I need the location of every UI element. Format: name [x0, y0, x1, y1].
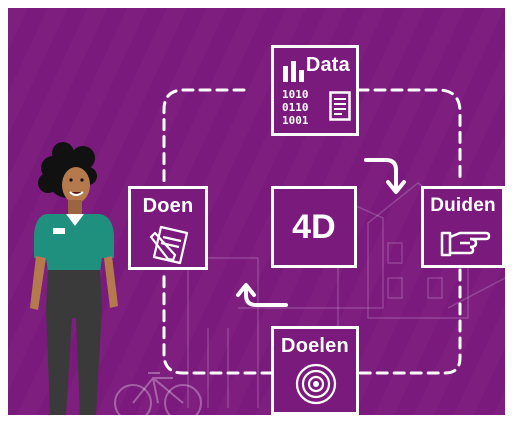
- woman-illustration: [30, 142, 118, 415]
- binary-digits: 1010 0110 1001: [282, 88, 309, 127]
- step-box-data: Data 1010 0110 1001: [271, 45, 359, 136]
- center-box-4d: 4D: [271, 186, 357, 268]
- binary-row: 0110: [282, 101, 309, 114]
- step-box-doen: Doen: [128, 186, 208, 270]
- diagram-canvas: Data 1010 0110 1001 Duiden 4D Doen: [8, 8, 505, 415]
- arrow-up-left-icon: [236, 283, 288, 307]
- document-icon: [329, 91, 351, 121]
- target-icon: [295, 363, 337, 405]
- arrow-down-right-icon: [364, 158, 406, 194]
- pointing-hand-icon: [440, 231, 491, 257]
- step-label-data: Data: [305, 54, 350, 76]
- step-box-duiden: Duiden: [421, 186, 505, 268]
- notepad-pencil-icon: [149, 225, 189, 265]
- step-label-duiden: Duiden: [430, 195, 496, 216]
- bar-chart-icon: [283, 61, 304, 82]
- step-label-doen: Doen: [142, 195, 194, 217]
- center-label: 4D: [292, 207, 336, 246]
- binary-row: 1010: [282, 88, 309, 101]
- cycle-connector-lines: [162, 88, 462, 375]
- background-scenery: [114, 182, 505, 415]
- bicycle-icon: [114, 372, 202, 415]
- binary-row: 1001: [282, 114, 309, 127]
- step-box-doelen: Doelen: [271, 326, 359, 415]
- step-label-doelen: Doelen: [281, 335, 349, 357]
